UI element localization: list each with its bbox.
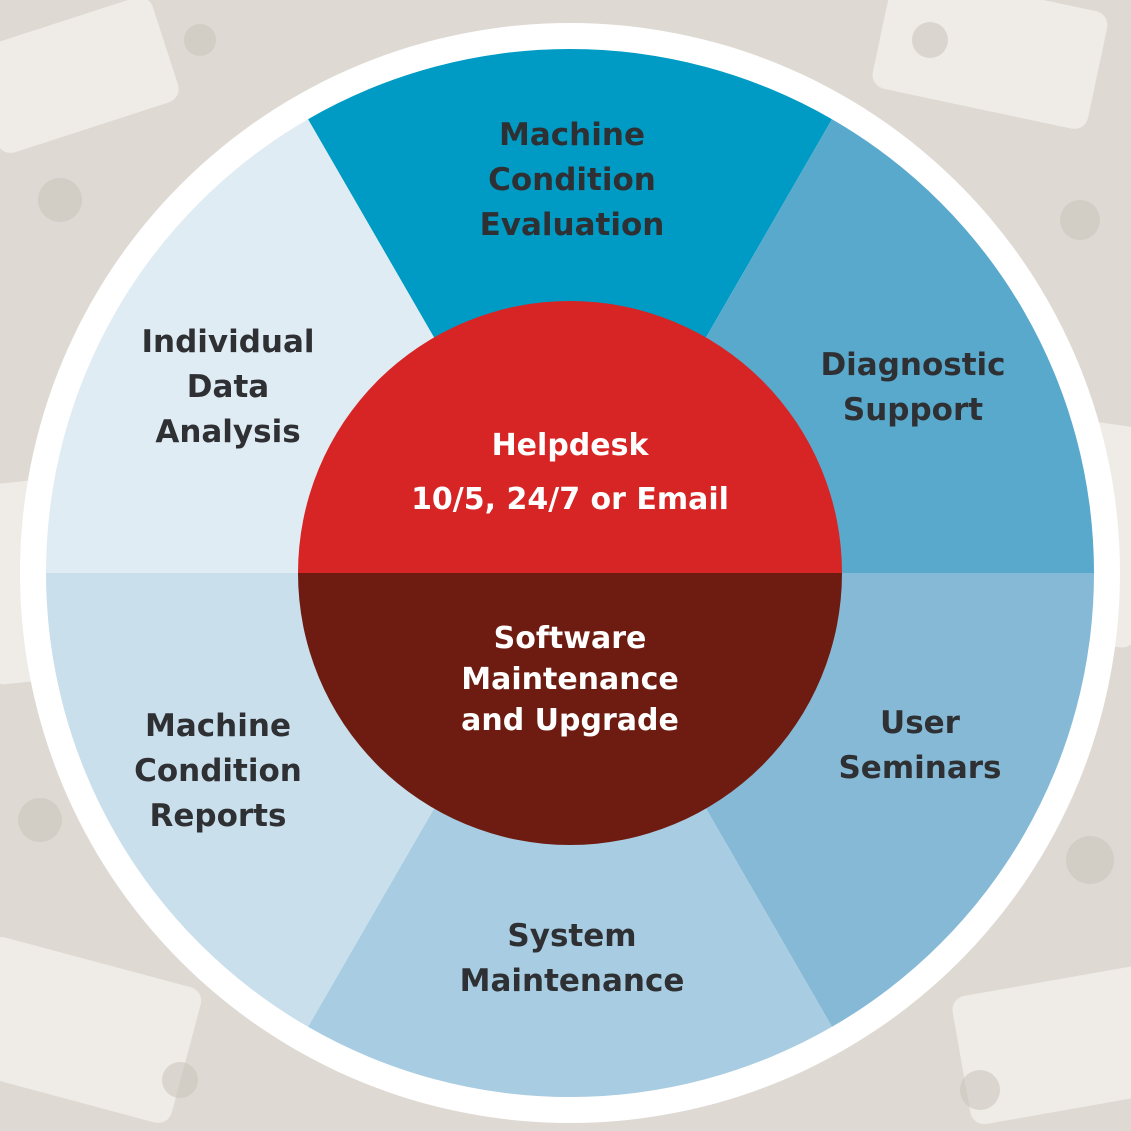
center-top-label: Helpdesk 10/5, 24/7 or Email [411,428,729,517]
segment-label-line: Diagnostic [820,347,1005,383]
segment-label-line: Analysis [155,414,300,450]
center-top-helpdesk [298,301,842,573]
center-bottom-software-maintenance [298,573,842,845]
segment-label-line: Data [187,369,269,405]
segment-label-line: Seminars [838,750,1001,786]
segment-label-line: Support [843,392,983,428]
center-bottom-label-line: Software [494,621,647,656]
center-bottom-label-line: Maintenance [461,662,679,697]
center-top-label-line: 10/5, 24/7 or Email [411,482,729,517]
segment-label-line: Condition [134,753,302,789]
segment-label-line: Maintenance [460,963,685,999]
center-top-label-line: Helpdesk [492,428,650,463]
segment-label-line: User [880,705,961,741]
center-bottom-label-line: and Upgrade [461,703,679,738]
segment-label-line: Machine [145,708,291,744]
segment-label-line: Condition [488,162,656,198]
segment-label-line: Machine [499,117,645,153]
segment-label-line: Evaluation [480,207,665,243]
segment-label-line: Reports [150,798,287,834]
center-circle [298,301,842,845]
segment-label-line: System [507,918,636,954]
segment-label-line: Individual [141,324,314,360]
